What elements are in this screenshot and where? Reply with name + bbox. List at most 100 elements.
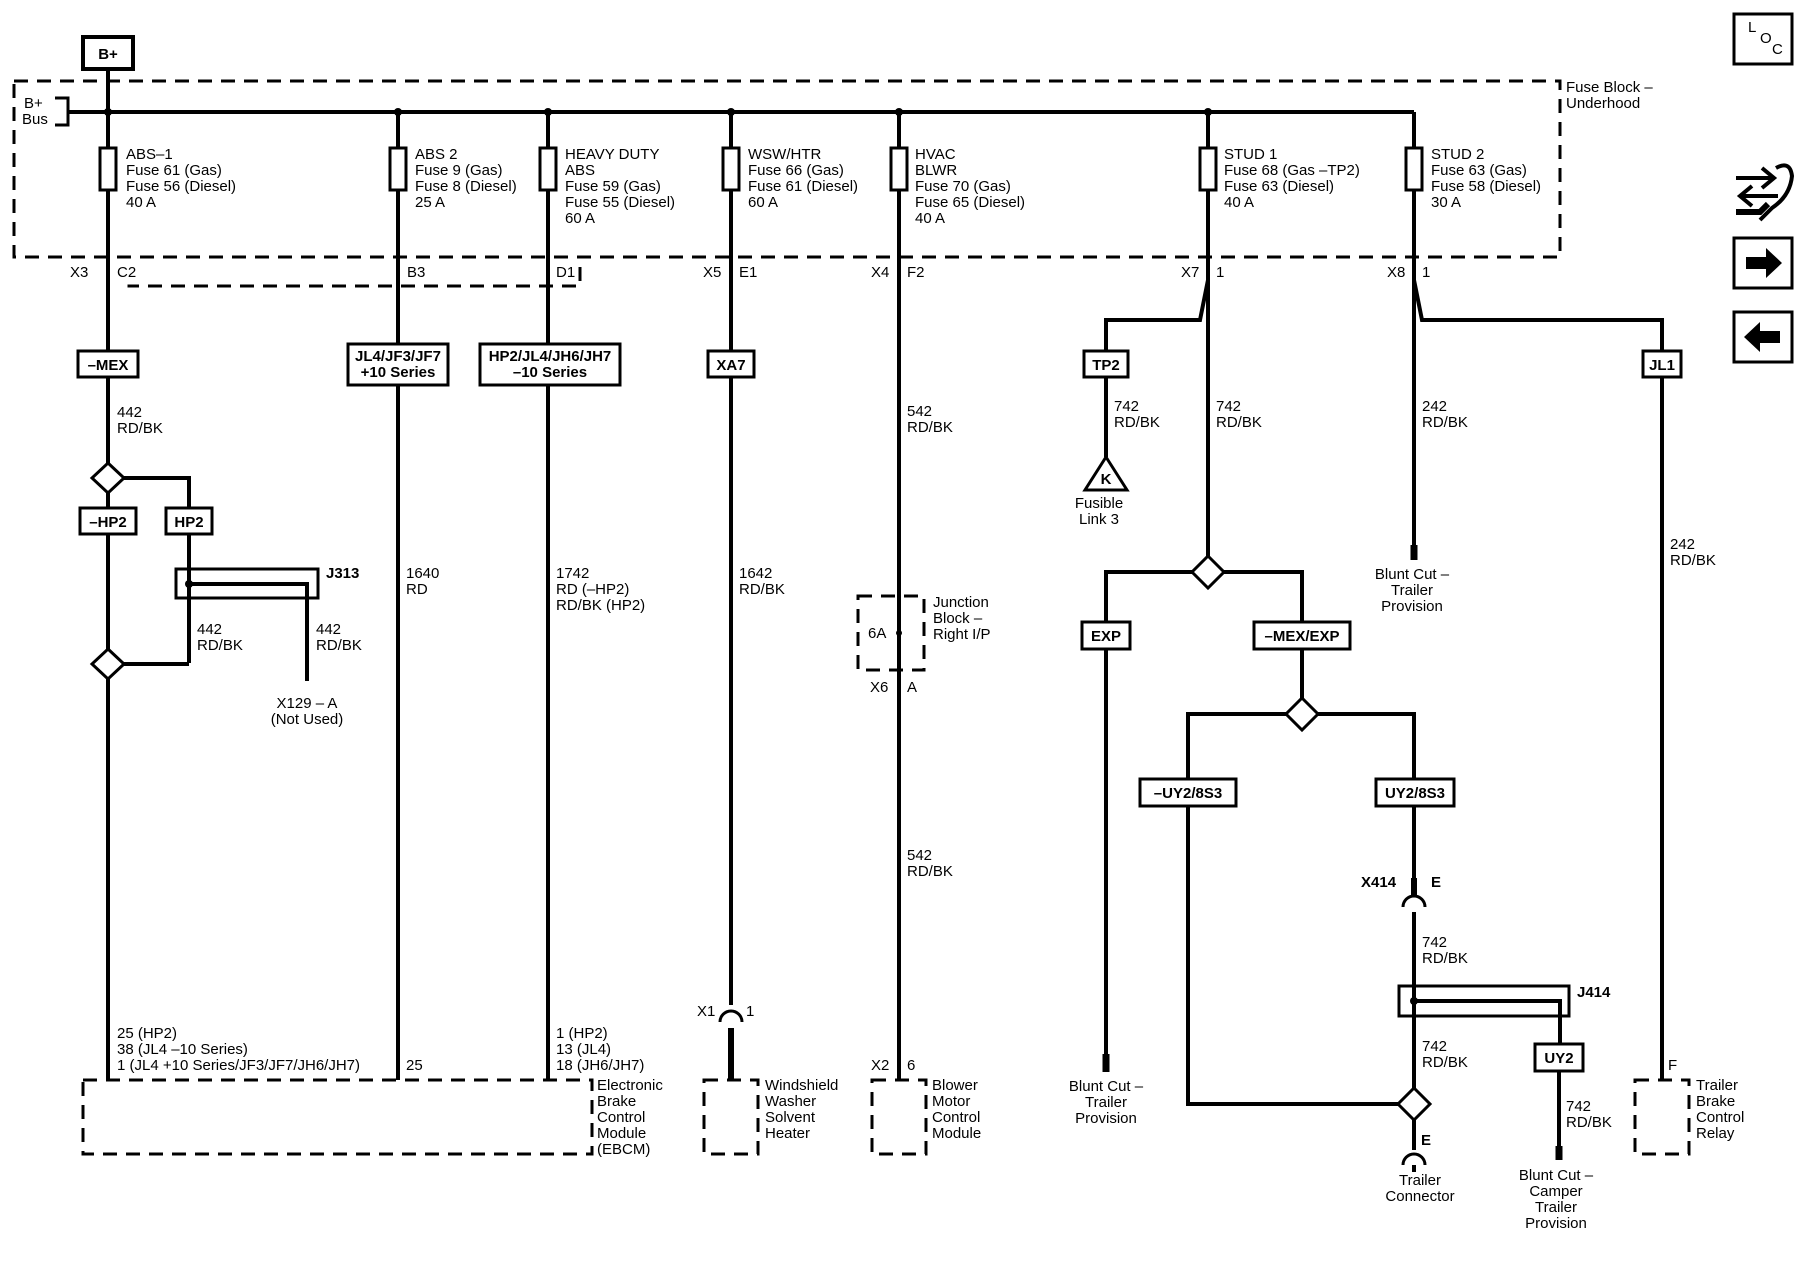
svg-text:Provision: Provision	[1075, 1110, 1137, 1127]
svg-text:40 A: 40 A	[915, 210, 945, 227]
option-split-diamond-uy2	[1283, 695, 1321, 733]
svg-text:442: 442	[197, 621, 222, 638]
svg-text:Blunt Cut –: Blunt Cut –	[1519, 1167, 1594, 1184]
svg-text:Bus: Bus	[22, 111, 48, 128]
relay-pin-label: F	[1668, 1057, 1677, 1074]
svg-text:C2: C2	[117, 264, 136, 281]
x129-connector: X129 – A (Not Used)	[271, 695, 344, 728]
fuse-stud-1: STUD 1 Fuse 68 (Gas –TP2) Fuse 63 (Diese…	[1198, 112, 1360, 211]
svg-text:Module: Module	[597, 1125, 646, 1142]
svg-text:RD/BK: RD/BK	[117, 420, 163, 437]
svg-text:Fuse 63 (Gas): Fuse 63 (Gas)	[1431, 162, 1527, 179]
location-icon[interactable]: L O C	[1732, 12, 1794, 66]
svg-text:–MEX/EXP: –MEX/EXP	[1264, 628, 1339, 645]
svg-text:Connector: Connector	[1385, 1188, 1454, 1205]
svg-text:X4: X4	[871, 264, 889, 281]
option-hp2-neg: –HP2	[78, 506, 138, 536]
svg-text:STUD 1: STUD 1	[1224, 146, 1277, 163]
svg-text:X8: X8	[1387, 264, 1405, 281]
svg-text:1: 1	[1422, 264, 1430, 281]
svg-text:E: E	[1431, 874, 1441, 891]
ebcm-pin-labels: 25 (HP2) 38 (JL4 –10 Series) 1 (JL4 +10 …	[117, 1025, 644, 1074]
wire-242-label-b: 242 RD/BK	[1670, 536, 1716, 569]
svg-text:542: 542	[907, 847, 932, 864]
svg-text:442: 442	[316, 621, 341, 638]
svg-text:HP2: HP2	[174, 514, 203, 531]
option-tp2: TP2	[1082, 349, 1130, 379]
svg-text:E: E	[1421, 1132, 1431, 1149]
svg-text:742: 742	[1114, 398, 1139, 415]
svg-text:HEAVY DUTY: HEAVY DUTY	[565, 146, 659, 163]
svg-text:D1: D1	[556, 264, 575, 281]
svg-text:Blunt Cut –: Blunt Cut –	[1375, 566, 1450, 583]
fusible-link-triangle	[1082, 454, 1130, 492]
svg-text:Fuse 68 (Gas –TP2): Fuse 68 (Gas –TP2)	[1224, 162, 1360, 179]
arrow-left-icon[interactable]	[1732, 310, 1794, 364]
svg-text:J414: J414	[1577, 984, 1611, 1001]
svg-text:RD/BK: RD/BK	[1216, 414, 1262, 431]
fuse-hvac-blwr: HVAC BLWR Fuse 70 (Gas) Fuse 65 (Diesel)…	[889, 112, 1025, 227]
svg-text:Trailer: Trailer	[1399, 1172, 1441, 1189]
svg-text:–MEX: –MEX	[88, 357, 129, 374]
svg-text:1 (JL4 +10 Series/JF3/JF7/JH6/: 1 (JL4 +10 Series/JF3/JF7/JH6/JH7)	[117, 1057, 360, 1074]
svg-text:Solvent: Solvent	[765, 1109, 816, 1126]
wire-242-label-a: 242 RD/BK	[1422, 398, 1468, 431]
svg-text:Trailer: Trailer	[1535, 1199, 1577, 1216]
svg-text:Camper: Camper	[1529, 1183, 1582, 1200]
wire-742-uy2-label: 742 RD/BK	[1566, 1098, 1612, 1131]
svg-text:Brake: Brake	[1696, 1093, 1735, 1110]
trailer-relay-label: Trailer Brake Control Relay	[1696, 1077, 1744, 1142]
svg-text:RD (–HP2): RD (–HP2)	[556, 581, 629, 598]
svg-text:X6: X6	[870, 679, 888, 696]
svg-text:RD/BK: RD/BK	[1114, 414, 1160, 431]
svg-text:X1: X1	[697, 1003, 715, 1020]
svg-text:WSW/HTR: WSW/HTR	[748, 146, 821, 163]
svg-text:UY2/8S3: UY2/8S3	[1385, 785, 1445, 802]
svg-text:13 (JL4): 13 (JL4)	[556, 1041, 611, 1058]
svg-text:O: O	[1760, 30, 1772, 47]
wire-1640-label: 1640 RD	[406, 565, 439, 598]
svg-text:Fuse 70 (Gas): Fuse 70 (Gas)	[915, 178, 1011, 195]
ebcm-label: Electronic Brake Control Module (EBCM)	[597, 1077, 663, 1158]
fuse-heavy-duty-abs: HEAVY DUTY ABS Fuse 59 (Gas) Fuse 55 (Di…	[538, 112, 675, 227]
svg-text:X3: X3	[70, 264, 88, 281]
svg-text:1: 1	[746, 1003, 754, 1020]
svg-text:F2: F2	[907, 264, 925, 281]
svg-text:Relay: Relay	[1696, 1125, 1735, 1142]
svg-text:RD/BK: RD/BK	[907, 419, 953, 436]
fuse-stud-2: STUD 2 Fuse 63 (Gas) Fuse 58 (Diesel) 30…	[1404, 112, 1541, 211]
connector-x414: X414 E	[1361, 874, 1441, 908]
svg-text:Windshield: Windshield	[765, 1077, 838, 1094]
svg-text:UY2: UY2	[1544, 1050, 1573, 1067]
option-join-diamond	[89, 646, 127, 682]
option-xa7: XA7	[706, 349, 756, 379]
svg-text:B3: B3	[407, 264, 425, 281]
option-split-diamond	[89, 460, 127, 496]
tools-icon[interactable]	[1736, 163, 1795, 222]
option-uy2-8s3-neg: –UY2/8S3	[1138, 777, 1238, 808]
svg-text:Control: Control	[1696, 1109, 1744, 1126]
blower-module-label: Blower Motor Control Module	[932, 1077, 981, 1142]
connector-x6: X6 A	[870, 679, 917, 696]
arrow-right-icon[interactable]	[1732, 236, 1794, 290]
svg-text:1642: 1642	[739, 565, 772, 582]
bus-label: B+ Bus	[22, 95, 48, 128]
option-uy2-8s3: UY2/8S3	[1374, 777, 1456, 808]
svg-text:Underhood: Underhood	[1566, 95, 1640, 112]
connector-labels: X3 C2 B3 D1 X5 E1 X4 F2 X7 1 X8 1	[70, 264, 1430, 281]
svg-text:RD/BK: RD/BK	[1566, 1114, 1612, 1131]
blunt-cut-camper-label: Blunt Cut – Camper Trailer Provision	[1519, 1167, 1594, 1232]
svg-text:+10 Series: +10 Series	[361, 364, 436, 381]
svg-text:BLWR: BLWR	[915, 162, 957, 179]
svg-text:RD: RD	[406, 581, 428, 598]
svg-text:Provision: Provision	[1381, 598, 1443, 615]
washer-heater-label: Windshield Washer Solvent Heater	[765, 1077, 838, 1142]
svg-text:242: 242	[1422, 398, 1447, 415]
svg-text:742: 742	[1216, 398, 1241, 415]
svg-text:ABS: ABS	[565, 162, 595, 179]
svg-text:JL4/JF3/JF7: JL4/JF3/JF7	[355, 348, 441, 365]
svg-text:Fuse 65 (Diesel): Fuse 65 (Diesel)	[915, 194, 1025, 211]
svg-text:30 A: 30 A	[1431, 194, 1461, 211]
svg-text:X5: X5	[703, 264, 721, 281]
